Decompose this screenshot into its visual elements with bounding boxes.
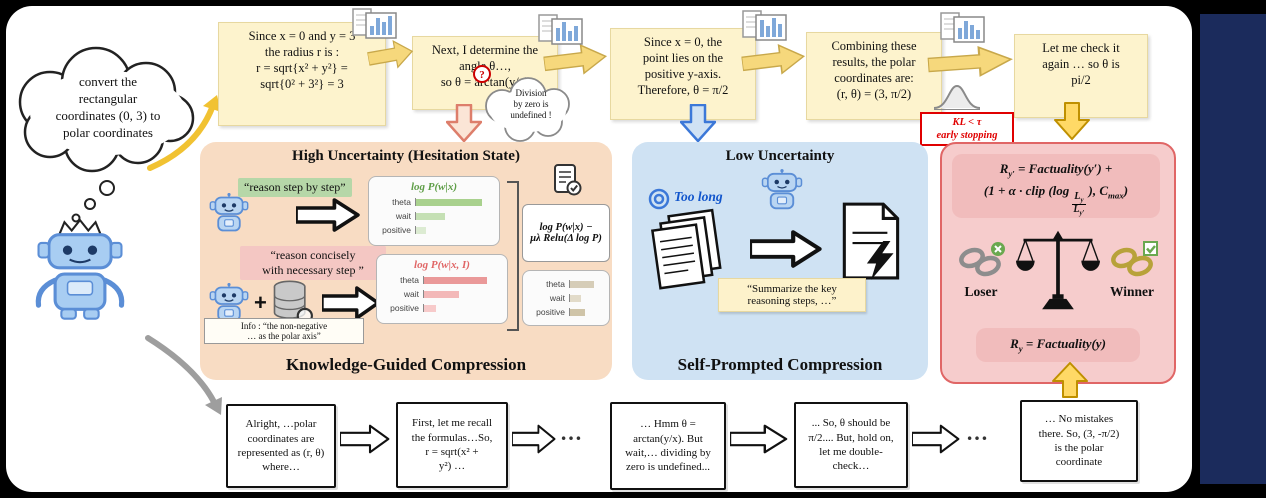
thought-bubble-text: convert the rectangular coordinates (0, … — [55, 74, 161, 140]
prompt-step-chip: “reason step by step” — [238, 178, 352, 197]
bar-label: theta — [400, 275, 419, 285]
step-arrow-icon — [542, 43, 608, 75]
high-branch-arrow-icon — [446, 104, 482, 142]
trace-arrow-icon — [340, 424, 390, 454]
prob-chart-adjusted: theta wait positive — [522, 270, 610, 326]
bar-label: positive — [390, 303, 419, 313]
bar-positive — [424, 304, 436, 312]
kl-distribution-icon — [933, 84, 981, 110]
prob-chart-base: log P(w|x) theta wait positive — [368, 176, 500, 246]
prob-chart-knowledge-title: log P(w|x, I) — [414, 259, 470, 271]
doc-flash-icon — [842, 202, 900, 280]
bar-label: theta — [546, 279, 565, 289]
bar-label: positive — [382, 225, 411, 235]
token-distribution-icon — [940, 12, 985, 43]
compress-arrow-icon — [750, 230, 822, 268]
trace-arrow-icon — [912, 424, 960, 454]
high-uncertainty-panel: High Uncertainty (Hesitation State) “rea… — [200, 142, 612, 380]
bar-wait — [424, 290, 460, 298]
bar-positive — [416, 226, 426, 234]
info-chip: Info : “the non-negative … as the polar … — [204, 318, 364, 344]
robot-icon — [209, 192, 249, 232]
infer-arrow-icon — [296, 198, 360, 232]
kl-threshold-text: KL < τ — [952, 117, 982, 128]
ellipsis: … — [560, 420, 584, 445]
adjacent-page-strip — [1200, 14, 1266, 484]
svg-text:?: ? — [479, 69, 485, 81]
bar-theta — [570, 280, 594, 288]
trace-arrow-icon — [512, 424, 556, 454]
too-long-label: Too long — [674, 189, 723, 204]
trace-arrow-icon — [730, 424, 788, 454]
trace-box-3: … Hmm θ = arctan(y/x). But wait,… dividi… — [610, 402, 726, 490]
reward-base-formula: Ry = Factuality(y) — [1010, 336, 1106, 354]
infer-arrow-icon — [322, 286, 380, 320]
papers-stack-icon — [651, 208, 722, 290]
token-distribution-icon — [742, 10, 787, 41]
warning-cloud-icon — [485, 77, 570, 142]
loser-label: Loser — [964, 284, 998, 299]
low-panel-footer: Self-Prompted Compression — [677, 355, 883, 374]
trace-box-5: … No mistakes there. So, (3, -π/2) is th… — [1020, 400, 1138, 482]
penalty-formula: log P(w|x) − μλ Relu(Δ log P) — [522, 204, 610, 262]
spiral-icon — [648, 188, 670, 210]
thought-trail-icon — [71, 180, 115, 223]
bar-theta — [416, 198, 483, 206]
reward-base-card: Ry = Factuality(y) — [976, 328, 1140, 362]
bar-positive — [570, 308, 586, 316]
prompt-concise-chip: “reason concisely with necessary step ” — [240, 246, 386, 280]
question-mark-icon: ? — [473, 65, 491, 83]
reasoning-note-3: Since x = 0, the point lies on the posit… — [610, 28, 756, 120]
early-stopping-text: early stopping — [936, 130, 998, 142]
main-robot-icon — [35, 218, 125, 320]
step-arrow-icon — [740, 43, 806, 75]
trace-box-1: Alright, …polar coordinates are represen… — [226, 404, 336, 488]
low-branch-arrow-icon — [680, 104, 716, 142]
checklist-icon — [554, 164, 582, 196]
plus-sign: + — [254, 290, 267, 315]
token-distribution-icon — [352, 8, 397, 39]
ellipsis: … — [966, 420, 990, 445]
bar-wait — [570, 294, 581, 302]
reward-branch-arrow-icon — [1054, 102, 1090, 140]
prob-chart-base-title: log P(w|x) — [410, 181, 458, 193]
reasoning-note-4: Combining these results, the polar coord… — [806, 32, 942, 120]
bar-label: theta — [392, 197, 411, 207]
reasoning-note-1: Since x = 0 and y = 3 the radius r is : … — [218, 22, 386, 126]
bar-label: wait — [549, 293, 565, 303]
low-uncertainty-panel: Low Uncertainty Too long — [632, 142, 928, 380]
bar-label: wait — [403, 289, 419, 299]
trace-box-2: First, let me recall the formulas…So, r … — [396, 402, 508, 488]
winner-chain-icon — [1111, 241, 1158, 277]
robot-icon — [761, 168, 803, 210]
bar-label: positive — [536, 307, 565, 317]
high-panel-title: High Uncertainty (Hesitation State) — [292, 148, 520, 164]
high-panel-footer: Knowledge-Guided Compression — [285, 355, 527, 374]
step-arrow-icon — [926, 46, 1013, 77]
reward-formula-line1: Ry′ = Factuality(y′) + — [999, 161, 1113, 179]
prob-chart-knowledge: log P(w|x, I) theta wait positive — [376, 254, 508, 324]
bar-label: wait — [395, 211, 411, 221]
reward-up-arrow-icon — [1052, 362, 1088, 398]
low-panel-title: Low Uncertainty — [725, 148, 835, 164]
reward-panel: Ry′ = Factuality(y′) + (1 + α · clip (lo… — [940, 142, 1176, 384]
reward-formula-card: Ry′ = Factuality(y′) + (1 + α · clip (lo… — [952, 154, 1160, 218]
bracket-icon — [507, 181, 519, 331]
balance-scale-icon — [1016, 230, 1100, 310]
loser-chain-icon — [959, 242, 1005, 277]
bar-theta — [424, 276, 488, 284]
reasoning-note-5: Let me check it again … so θ is pi/2 — [1014, 34, 1148, 118]
kl-early-stopping-badge: KL < τ early stopping — [920, 112, 1014, 147]
trace-box-4: ... So, θ should be π/2.... But, hold on… — [794, 402, 908, 488]
warning-cloud-text: Division by zero is undefined ! — [510, 88, 552, 120]
winner-label: Winner — [1109, 284, 1154, 299]
summarize-note: “Summarize the key reasoning steps, …” — [718, 278, 866, 312]
step-arrow-icon — [366, 40, 414, 69]
token-distribution-icon — [538, 14, 583, 45]
bar-wait — [416, 212, 446, 220]
